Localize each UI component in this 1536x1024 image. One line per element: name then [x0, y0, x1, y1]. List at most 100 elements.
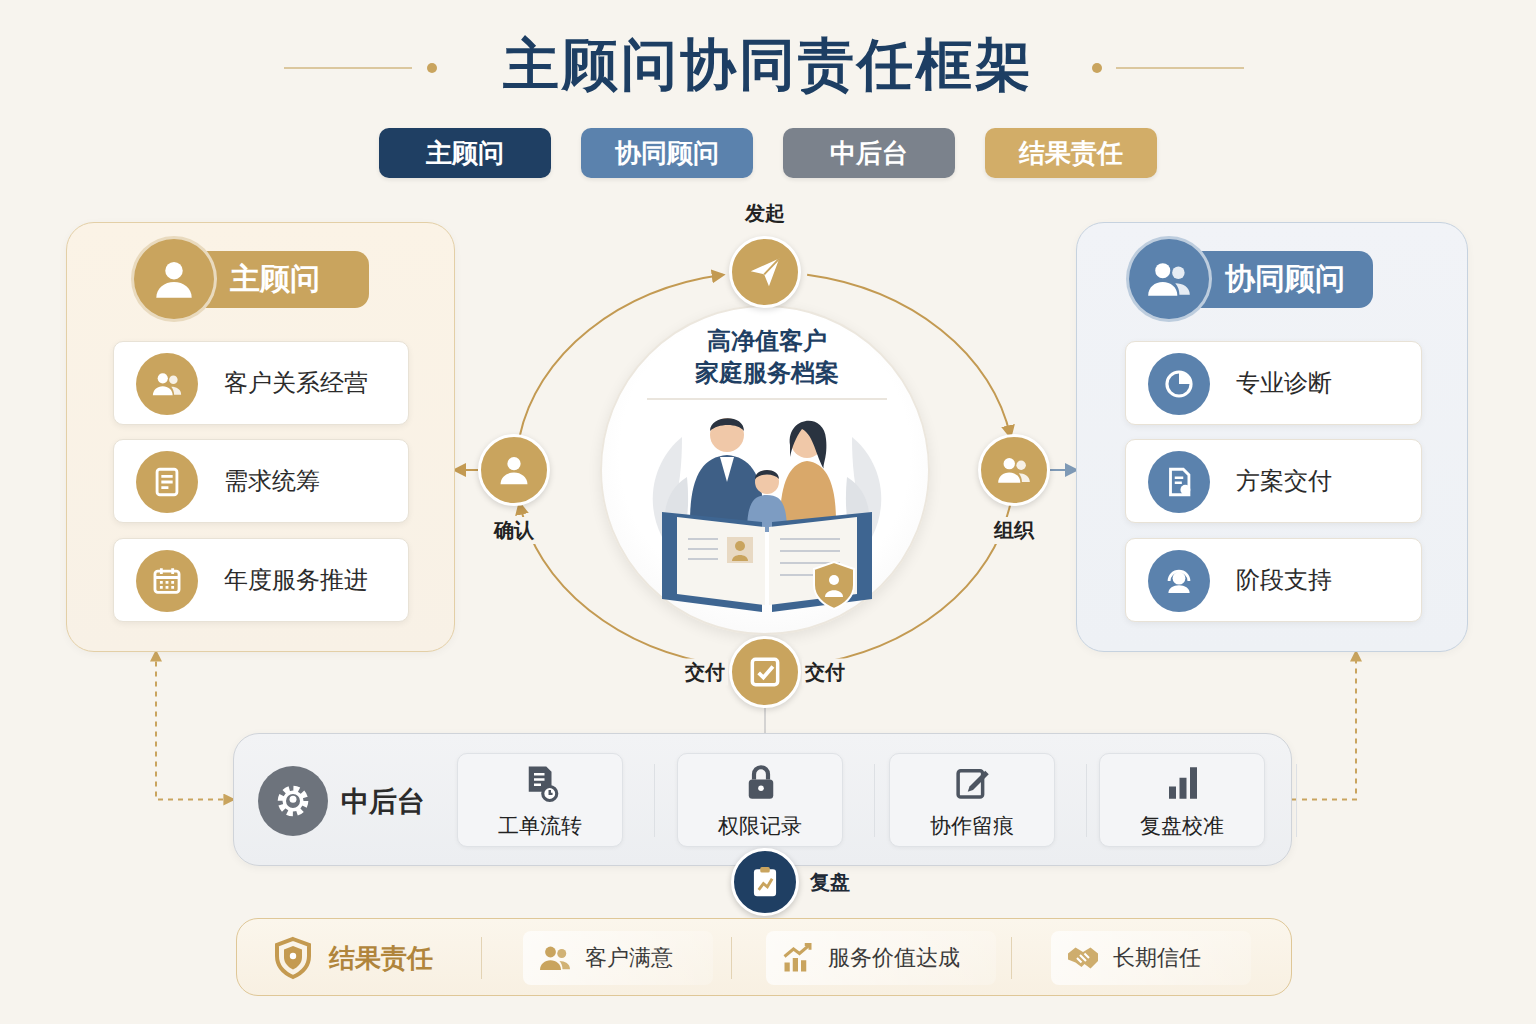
icon — [520, 762, 562, 804]
item-icon — [136, 353, 198, 415]
icon — [1162, 367, 1196, 401]
item-icon — [1148, 550, 1210, 612]
item-node: 年度服务推进 — [113, 538, 409, 622]
item-text: 方案交付 — [1236, 465, 1332, 497]
legend-swatch: 中后台 — [783, 128, 955, 178]
step-label: 确认 — [491, 517, 537, 544]
ritem-node: 客户满意 — [523, 931, 713, 985]
icon — [746, 253, 784, 291]
sub-text: 权限记录 — [678, 812, 842, 840]
sub-icon — [1162, 762, 1204, 804]
icon — [740, 762, 782, 804]
result-item-icon — [1065, 940, 1101, 976]
legend-text: 结果责任 — [1019, 136, 1123, 171]
sub-node: 工单流转 — [457, 753, 623, 847]
item-icon — [136, 550, 198, 612]
sub-icon — [952, 762, 994, 804]
title-rule — [1116, 67, 1244, 69]
heading-icon — [1126, 236, 1212, 322]
band-divider — [1086, 764, 1087, 837]
sub-node: 权限记录 — [677, 753, 843, 847]
pcircle-node: 复盘 — [731, 848, 799, 916]
connector — [455, 469, 478, 471]
title-dot — [1092, 63, 1102, 73]
icon — [746, 863, 784, 901]
icon — [1162, 762, 1204, 804]
legend-row: 主顾问 协同顾问 中后台 结果责任 — [0, 128, 1536, 178]
icon — [150, 367, 184, 401]
icon — [1162, 465, 1196, 499]
ring-node: 发起 — [729, 236, 801, 308]
sub-text: 协作留痕 — [890, 812, 1054, 840]
item-text: 阶段支持 — [1236, 564, 1332, 596]
icon — [150, 564, 184, 598]
panel-heading: 协同顾问 — [1225, 259, 1345, 300]
band-divider — [874, 764, 875, 837]
item-node: 需求统筹 — [113, 439, 409, 523]
icon — [269, 934, 317, 982]
sub-text: 工单流转 — [458, 812, 622, 840]
ring-node: 交付交付 — [729, 636, 801, 708]
connector — [1292, 652, 1356, 800]
item-icon — [1148, 451, 1210, 513]
diagram-title: 主顾问协同责任框架 — [0, 28, 1536, 104]
icon — [149, 254, 199, 304]
result-item-text: 长期信任 — [1113, 943, 1201, 973]
item-icon — [136, 451, 198, 513]
ring-node: 确认 — [478, 434, 550, 506]
result-item-icon — [780, 940, 816, 976]
icon — [1065, 940, 1101, 976]
icon — [1162, 564, 1196, 598]
band-icon — [258, 766, 328, 836]
ring-icon — [495, 451, 533, 489]
legend-text: 主顾问 — [426, 136, 504, 171]
panel-node: 协同顾问专业诊断方案交付阶段支持 — [1076, 222, 1468, 652]
family-illustration — [602, 307, 932, 637]
ring-icon — [995, 451, 1033, 489]
connector — [764, 708, 766, 733]
band-heading: 中后台 — [341, 783, 425, 821]
icon — [952, 762, 994, 804]
icon — [746, 653, 784, 691]
result-divider — [481, 937, 482, 979]
sub-node: 复盘校准 — [1099, 753, 1265, 847]
step-label: 发起 — [742, 200, 788, 227]
ring-node: 组织 — [978, 434, 1050, 506]
panel-node: 主顾问客户关系经营需求统筹年度服务推进 — [66, 222, 455, 652]
item-text: 专业诊断 — [1236, 367, 1332, 399]
icon — [780, 940, 816, 976]
step-label: 交付 — [682, 659, 728, 686]
legend-swatch: 主顾问 — [379, 128, 551, 178]
icon — [995, 451, 1033, 489]
item-node: 客户关系经营 — [113, 341, 409, 425]
sub-icon — [520, 762, 562, 804]
sub-node: 协作留痕 — [889, 753, 1055, 847]
item-node: 专业诊断 — [1125, 341, 1422, 425]
icon — [537, 940, 573, 976]
center-title: 高净值客户 家庭服务档案 — [642, 325, 892, 390]
step-label: 交付 — [802, 659, 848, 686]
result-heading: 结果责任 — [329, 941, 433, 976]
legend-text: 中后台 — [830, 136, 908, 171]
ritem-node: 长期信任 — [1051, 931, 1251, 985]
heading-icon — [131, 236, 217, 322]
item-text: 需求统筹 — [224, 465, 320, 497]
ritem-node: 服务价值达成 — [766, 931, 996, 985]
icon — [1144, 254, 1194, 304]
result-item-icon — [537, 940, 573, 976]
review-label: 复盘 — [810, 869, 850, 896]
item-icon — [1148, 353, 1210, 415]
ring-icon — [746, 253, 784, 291]
result-item-text: 客户满意 — [585, 943, 673, 973]
icon — [150, 465, 184, 499]
icon — [495, 451, 533, 489]
title-rule — [284, 67, 412, 69]
result-item-text: 服务价值达成 — [828, 943, 960, 973]
legend-text: 协同顾问 — [615, 136, 719, 171]
item-node: 方案交付 — [1125, 439, 1422, 523]
sub-icon — [740, 762, 782, 804]
step-label: 组织 — [991, 517, 1037, 544]
center-node: 高净值客户 家庭服务档案 — [600, 305, 930, 635]
legend-swatch: 协同顾问 — [581, 128, 753, 178]
band-divider — [1296, 764, 1297, 837]
